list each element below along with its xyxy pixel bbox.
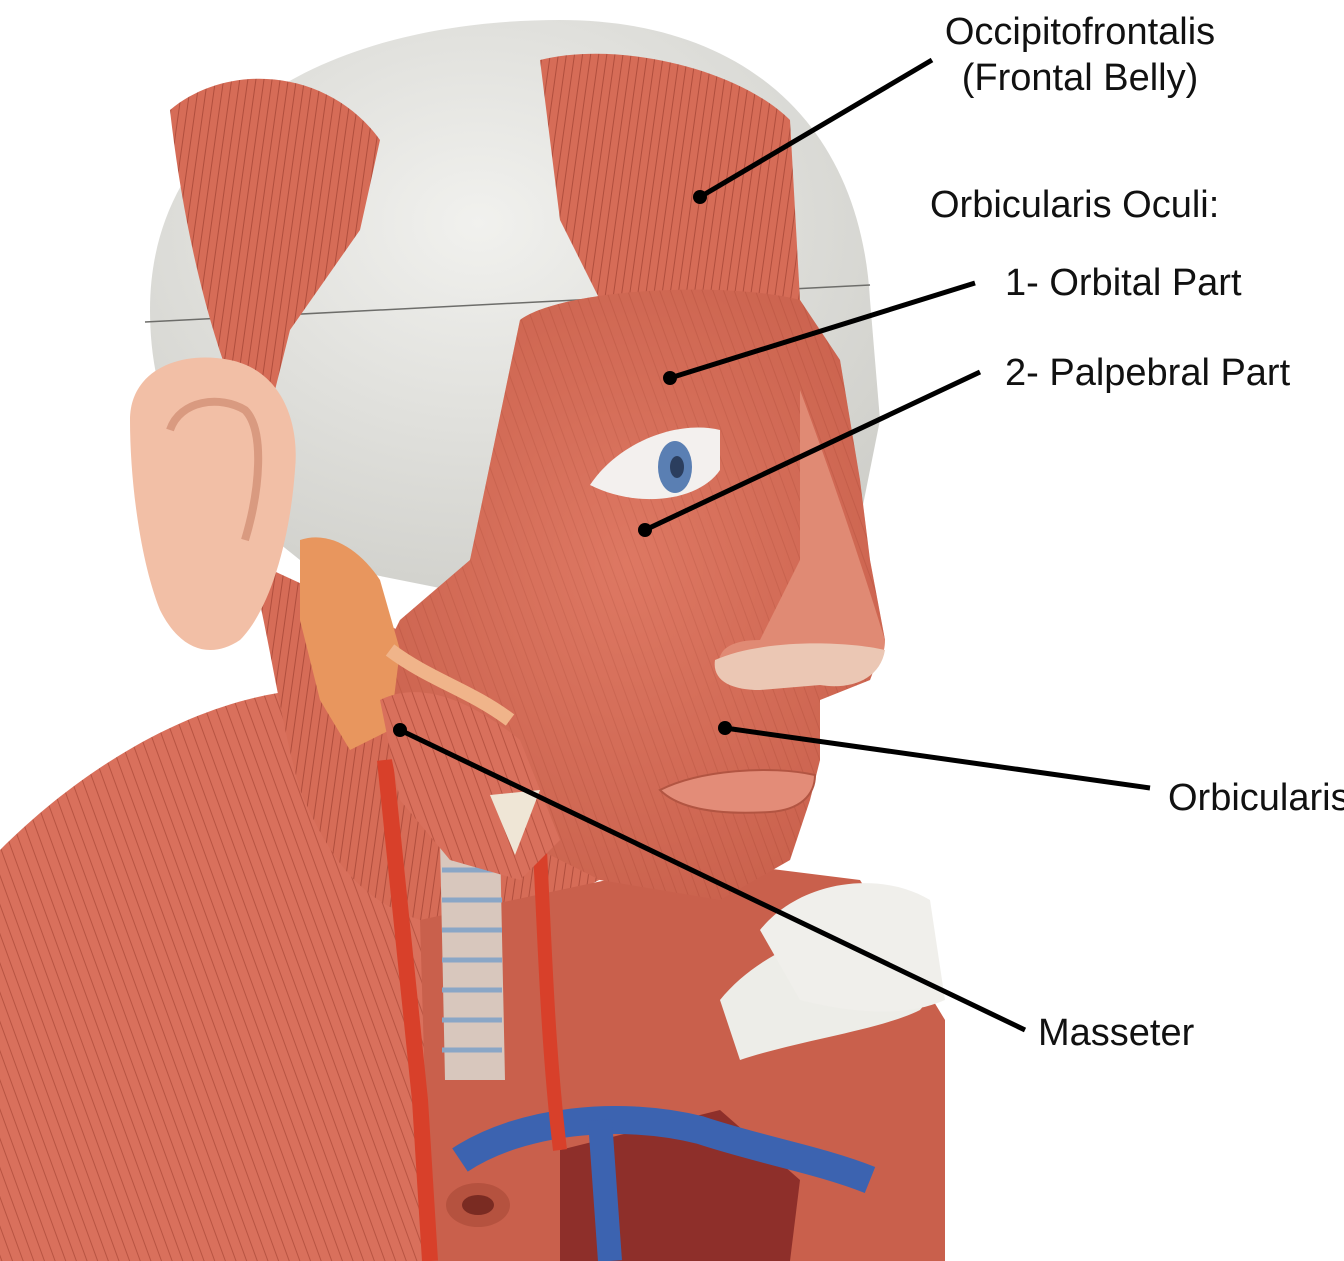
pointer-dot-orbital-part xyxy=(663,371,677,385)
pointer-dot-occipitofrontalis xyxy=(693,190,707,204)
leader-line-palpebral-part xyxy=(645,372,980,530)
pointer-dot-masseter xyxy=(393,723,407,737)
label-orbicularis-oculi-heading: Orbicularis Oculi: xyxy=(930,182,1219,228)
pointer-dot-orbicularis-oris xyxy=(718,721,732,735)
leader-line-masseter xyxy=(400,730,1025,1030)
pointer-dot-palpebral-part xyxy=(638,523,652,537)
label-occipitofrontalis-line1: Occipitofrontalis xyxy=(930,9,1230,55)
leader-line-orbicularis-oris xyxy=(725,728,1150,788)
leader-line-orbital-part xyxy=(670,283,975,378)
leader-line-occipitofrontalis xyxy=(700,60,932,197)
label-occipitofrontalis-line2: (Frontal Belly) xyxy=(930,55,1230,101)
label-orbital-part: 1- Orbital Part xyxy=(1005,260,1242,306)
label-occipitofrontalis: Occipitofrontalis (Frontal Belly) xyxy=(930,9,1230,101)
label-orbicularis-oris: Orbicularis xyxy=(1168,775,1344,821)
label-masseter: Masseter xyxy=(1038,1010,1194,1056)
label-palpebral-part: 2- Palpebral Part xyxy=(1005,350,1290,396)
